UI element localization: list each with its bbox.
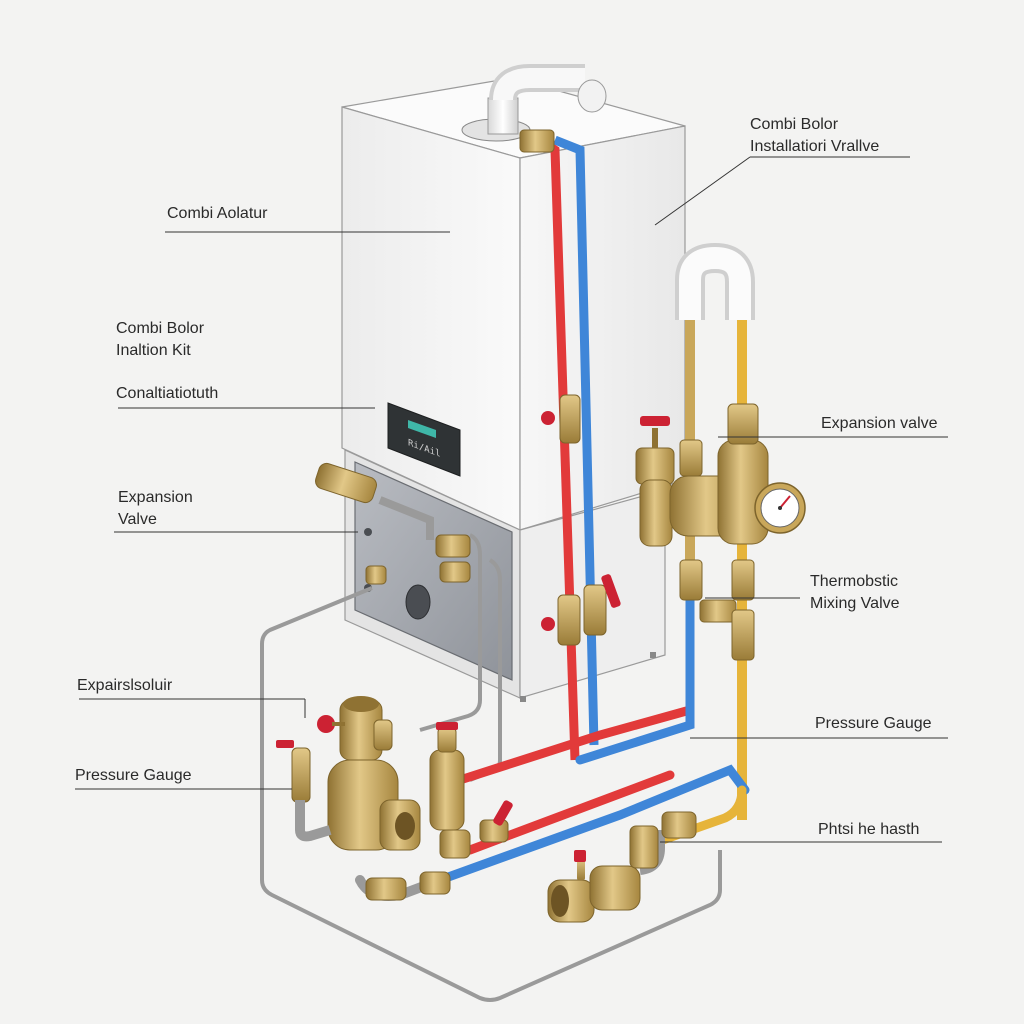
- colored-horizontal-pipes: [355, 695, 750, 901]
- label-line: Combi Bolor: [750, 116, 839, 133]
- right-pipe-assembly: [635, 242, 806, 820]
- label-pressure-gauge-right: Pressure Gauge: [815, 715, 932, 732]
- manifold-panel: [354, 461, 513, 681]
- flue-elbow-icon: [461, 64, 607, 142]
- label-line: Thermobstic: [810, 573, 899, 590]
- label-line: Mixing Valve: [810, 595, 900, 612]
- label-combi-aolatur: Combi Aolatur: [167, 205, 268, 222]
- label-line: Inaltion Kit: [116, 342, 191, 359]
- valve-handle-icon: [640, 416, 670, 448]
- panel-port: [405, 584, 431, 620]
- bottom-ball-valve: [547, 811, 697, 923]
- pressure-gauge-icon: [754, 482, 806, 534]
- label-combi-boiler-installation-valve: Combi Bolor Installatiori Vrallve: [750, 114, 879, 158]
- label-thermostatic-mixing-valve: Thermobstic Mixing Valve: [810, 571, 900, 615]
- label-line: Valve: [118, 511, 157, 528]
- lower-left-valve-assembly: [276, 696, 513, 901]
- supply-pipes: [519, 129, 599, 761]
- label-pressure-gauge-left: Pressure Gauge: [75, 767, 192, 784]
- label-line: Expansion: [118, 489, 193, 506]
- label-phtsi-he-hasth: Phtsi he hasth: [818, 821, 920, 838]
- label-line: Combi Bolor: [116, 320, 205, 337]
- label-expairslsoluir: Expairslsoluir: [77, 677, 173, 694]
- boiler-cabinet: [341, 77, 686, 702]
- label-expansion-valve-right: Expansion valve: [821, 415, 938, 432]
- boiler-foot: [650, 652, 656, 658]
- label-line: Installatiori Vrallve: [750, 138, 880, 155]
- label-combi-boiler-kit: Combi Bolor Inaltion Kit: [116, 318, 204, 362]
- leader-lines: [75, 156, 948, 843]
- label-expansion-valve-left: Expansion Valve: [118, 487, 193, 531]
- panel-screw: [364, 528, 372, 536]
- boiler-foot: [520, 696, 526, 702]
- label-conalatiatiotuth: Conaltiatiotuth: [116, 385, 219, 402]
- boiler-connection-fittings: [315, 394, 621, 646]
- leader-line: [654, 156, 751, 226]
- boiler-display-icon: [387, 402, 461, 477]
